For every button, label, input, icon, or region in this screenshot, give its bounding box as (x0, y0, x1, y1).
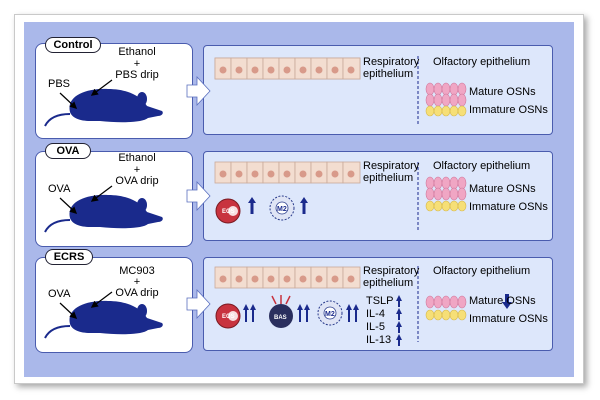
resp-label-ecrs-2: epithelium (363, 277, 414, 289)
respiratory-epithelium-ecrs (214, 266, 361, 289)
mature-ova: Mature OSNs (469, 183, 536, 195)
respiratory-epithelium-control (214, 57, 361, 80)
mouse-ecrs (44, 300, 163, 339)
resp-label-ova-1: Respiratory (363, 160, 420, 172)
route-ova: OVA (48, 183, 71, 195)
treatment-ecrs-line2: OVA drip (115, 287, 159, 299)
flow-arrows (186, 75, 211, 320)
up-arrows-ecrs (243, 304, 359, 322)
label-control: Control (45, 37, 101, 53)
resp-label-ova-2: epithelium (363, 172, 414, 184)
treatment-ova-plus: + (133, 164, 141, 176)
cytokine-tslp: TSLP (366, 295, 394, 307)
eosinophil-ova (215, 198, 241, 224)
route-control: PBS (48, 78, 71, 90)
olf-title-control: Olfactory epithelium (433, 56, 531, 68)
mature-ecrs: Mature OSNs (469, 295, 536, 307)
route-ecrs: OVA (48, 288, 71, 300)
treatment-control-plus: + (133, 58, 141, 70)
respiratory-epithelium-ova (214, 161, 361, 184)
treatment-control-line2: PBS drip (115, 69, 159, 81)
cell-label-eos-ova: EOS (222, 209, 235, 215)
mature-control: Mature OSNs (469, 86, 536, 98)
cytokine-il4: IL-4 (366, 308, 385, 320)
treatment-ecrs-plus: + (133, 276, 141, 288)
cell-label-m2-ecrs: M2 (325, 311, 335, 318)
macrophage-m2-ecrs (317, 300, 343, 326)
label-ova: OVA (45, 143, 91, 159)
resp-label-control-2: epithelium (363, 68, 414, 80)
cell-label-m2-ova: M2 (277, 206, 287, 213)
mouse-control (44, 88, 163, 127)
cytokine-il13: IL-13 (366, 334, 392, 346)
olf-title-ecrs: Olfactory epithelium (433, 265, 531, 277)
cell-label-eos-ecrs: EOS (222, 314, 235, 320)
olf-title-ova: Olfactory epithelium (433, 160, 531, 172)
basophil-ecrs (269, 295, 293, 328)
label-ecrs: ECRS (45, 249, 93, 265)
olfactory-cells-ecrs (425, 295, 467, 321)
resp-label-control-1: Respiratory (363, 56, 420, 68)
cell-label-bas-ecrs: BAS (274, 315, 287, 321)
treatment-ova-line2: OVA drip (115, 175, 159, 187)
up-arrows-ova (248, 197, 308, 214)
injection-arrows (59, 79, 113, 319)
cytokine-il5: IL-5 (366, 321, 385, 333)
olfactory-cells-control (425, 82, 467, 117)
eosinophil-ecrs (215, 303, 241, 329)
resp-label-ecrs-1: Respiratory (363, 265, 420, 277)
treatment-ova-line1: Ethanol (118, 152, 156, 164)
mouse-ova (44, 194, 163, 233)
treatment-ecrs-line1: MC903 (119, 265, 155, 277)
immature-ova: Immature OSNs (469, 201, 548, 213)
immature-ecrs: Immature OSNs (469, 313, 548, 325)
olfactory-cells-ova (425, 176, 467, 212)
macrophage-m2-ova (269, 195, 295, 221)
mature-osn-down-arrow (502, 294, 512, 309)
treatment-control-line1: Ethanol (118, 46, 156, 58)
cytokine-up-arrows (396, 295, 402, 346)
immature-control: Immature OSNs (469, 104, 548, 116)
